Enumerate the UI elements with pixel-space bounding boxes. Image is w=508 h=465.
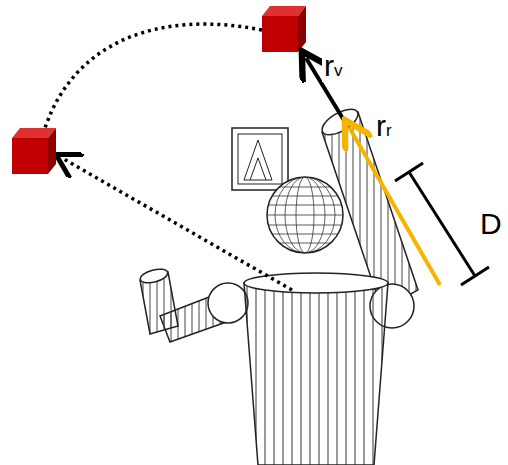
vector-label: D xyxy=(478,208,504,240)
red-cube xyxy=(12,128,56,174)
trajectory-arc xyxy=(45,24,262,128)
camera-box xyxy=(232,128,288,190)
left-arm xyxy=(139,267,248,342)
robot-body xyxy=(244,273,388,465)
vector-label: rv xyxy=(322,50,345,82)
trajectory-arrow xyxy=(62,158,292,290)
vector-label: rr xyxy=(374,110,394,142)
head-sphere xyxy=(260,177,350,253)
dimension-bracket xyxy=(395,163,489,285)
red-cube xyxy=(262,6,306,52)
real-vector xyxy=(349,127,440,285)
